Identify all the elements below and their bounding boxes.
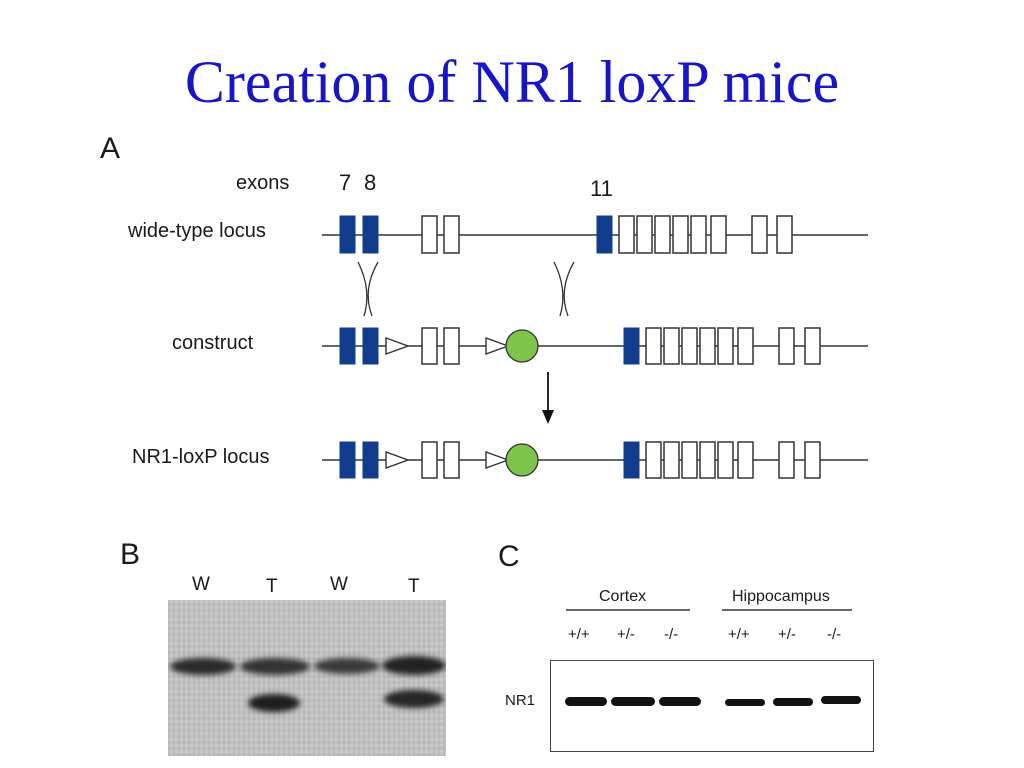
southern-blot-image — [168, 600, 446, 756]
down-arrow-icon — [542, 372, 554, 424]
exon-7-block — [339, 215, 356, 254]
slide-title: Creation of NR1 loxP mice — [184, 49, 840, 115]
lane-label-1: W — [192, 574, 210, 595]
panel-label-b: B — [120, 538, 141, 571]
genotype-label-2: +/- — [617, 626, 635, 643]
genotype-label-6: -/- — [827, 626, 842, 643]
exon-11-block — [596, 215, 613, 254]
panel-label-a: A — [100, 132, 121, 165]
lane-label-3: W — [330, 574, 348, 595]
lane-label-4: T — [408, 576, 420, 597]
crossover-marks — [357, 261, 575, 317]
panel-label-c: C — [498, 540, 520, 573]
genotype-label-4: +/+ — [728, 626, 750, 643]
wildtype-locus-track — [322, 215, 868, 254]
group-label-hippocampus: Hippocampus — [732, 588, 830, 605]
row-label-loxp-locus: NR1-loxP locus — [132, 446, 270, 468]
exon-number-7: 7 — [339, 170, 352, 195]
loxp-site-marker — [385, 337, 411, 355]
western-blot-image — [550, 660, 874, 752]
construct-track — [322, 327, 868, 365]
row-label-wildtype: wide-type locus — [128, 220, 266, 242]
exon-number-11: 11 — [590, 176, 613, 201]
exon-number-8: 8 — [364, 170, 377, 195]
genotype-label-5: +/- — [778, 626, 796, 643]
genotype-label-3: -/- — [664, 626, 679, 643]
group-label-cortex: Cortex — [599, 588, 647, 605]
lane-label-2: T — [266, 576, 278, 597]
exons-label: exons — [236, 172, 290, 194]
nr1-row-label: NR1 — [505, 692, 536, 709]
genotype-label-1: +/+ — [568, 626, 590, 643]
loxp-locus-track — [322, 441, 868, 479]
exon-8-block — [362, 215, 379, 254]
row-label-construct: construct — [172, 332, 254, 354]
selection-cassette-marker — [505, 329, 539, 363]
